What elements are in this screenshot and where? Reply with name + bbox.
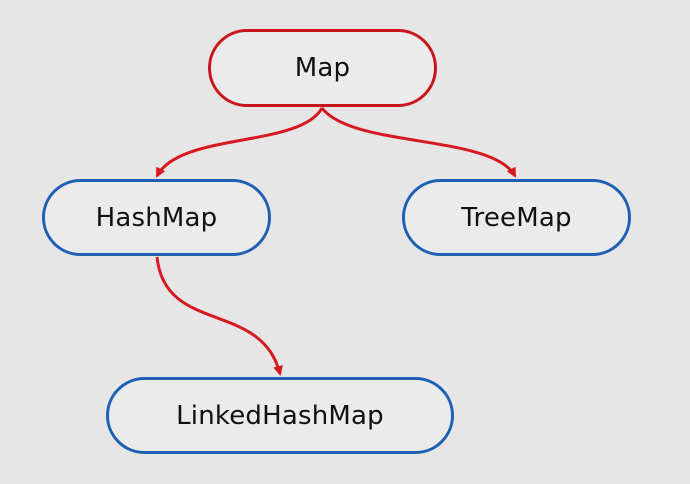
map-node: Map xyxy=(208,29,437,107)
map-node-label: Map xyxy=(294,53,351,83)
linkedhashmap-node-label: LinkedHashMap xyxy=(176,400,384,431)
treemap-node-label: TreeMap xyxy=(461,202,572,233)
arrow-map-to-treemap xyxy=(320,107,517,178)
treemap-node: TreeMap xyxy=(402,179,631,256)
hashmap-node: HashMap xyxy=(42,179,271,256)
linkedhashmap-node: LinkedHashMap xyxy=(106,377,454,454)
arrow-map-to-hashmap xyxy=(155,107,324,178)
arrow-hashmap-to-linkedhashmap xyxy=(155,256,283,376)
hashmap-node-label: HashMap xyxy=(95,202,218,233)
